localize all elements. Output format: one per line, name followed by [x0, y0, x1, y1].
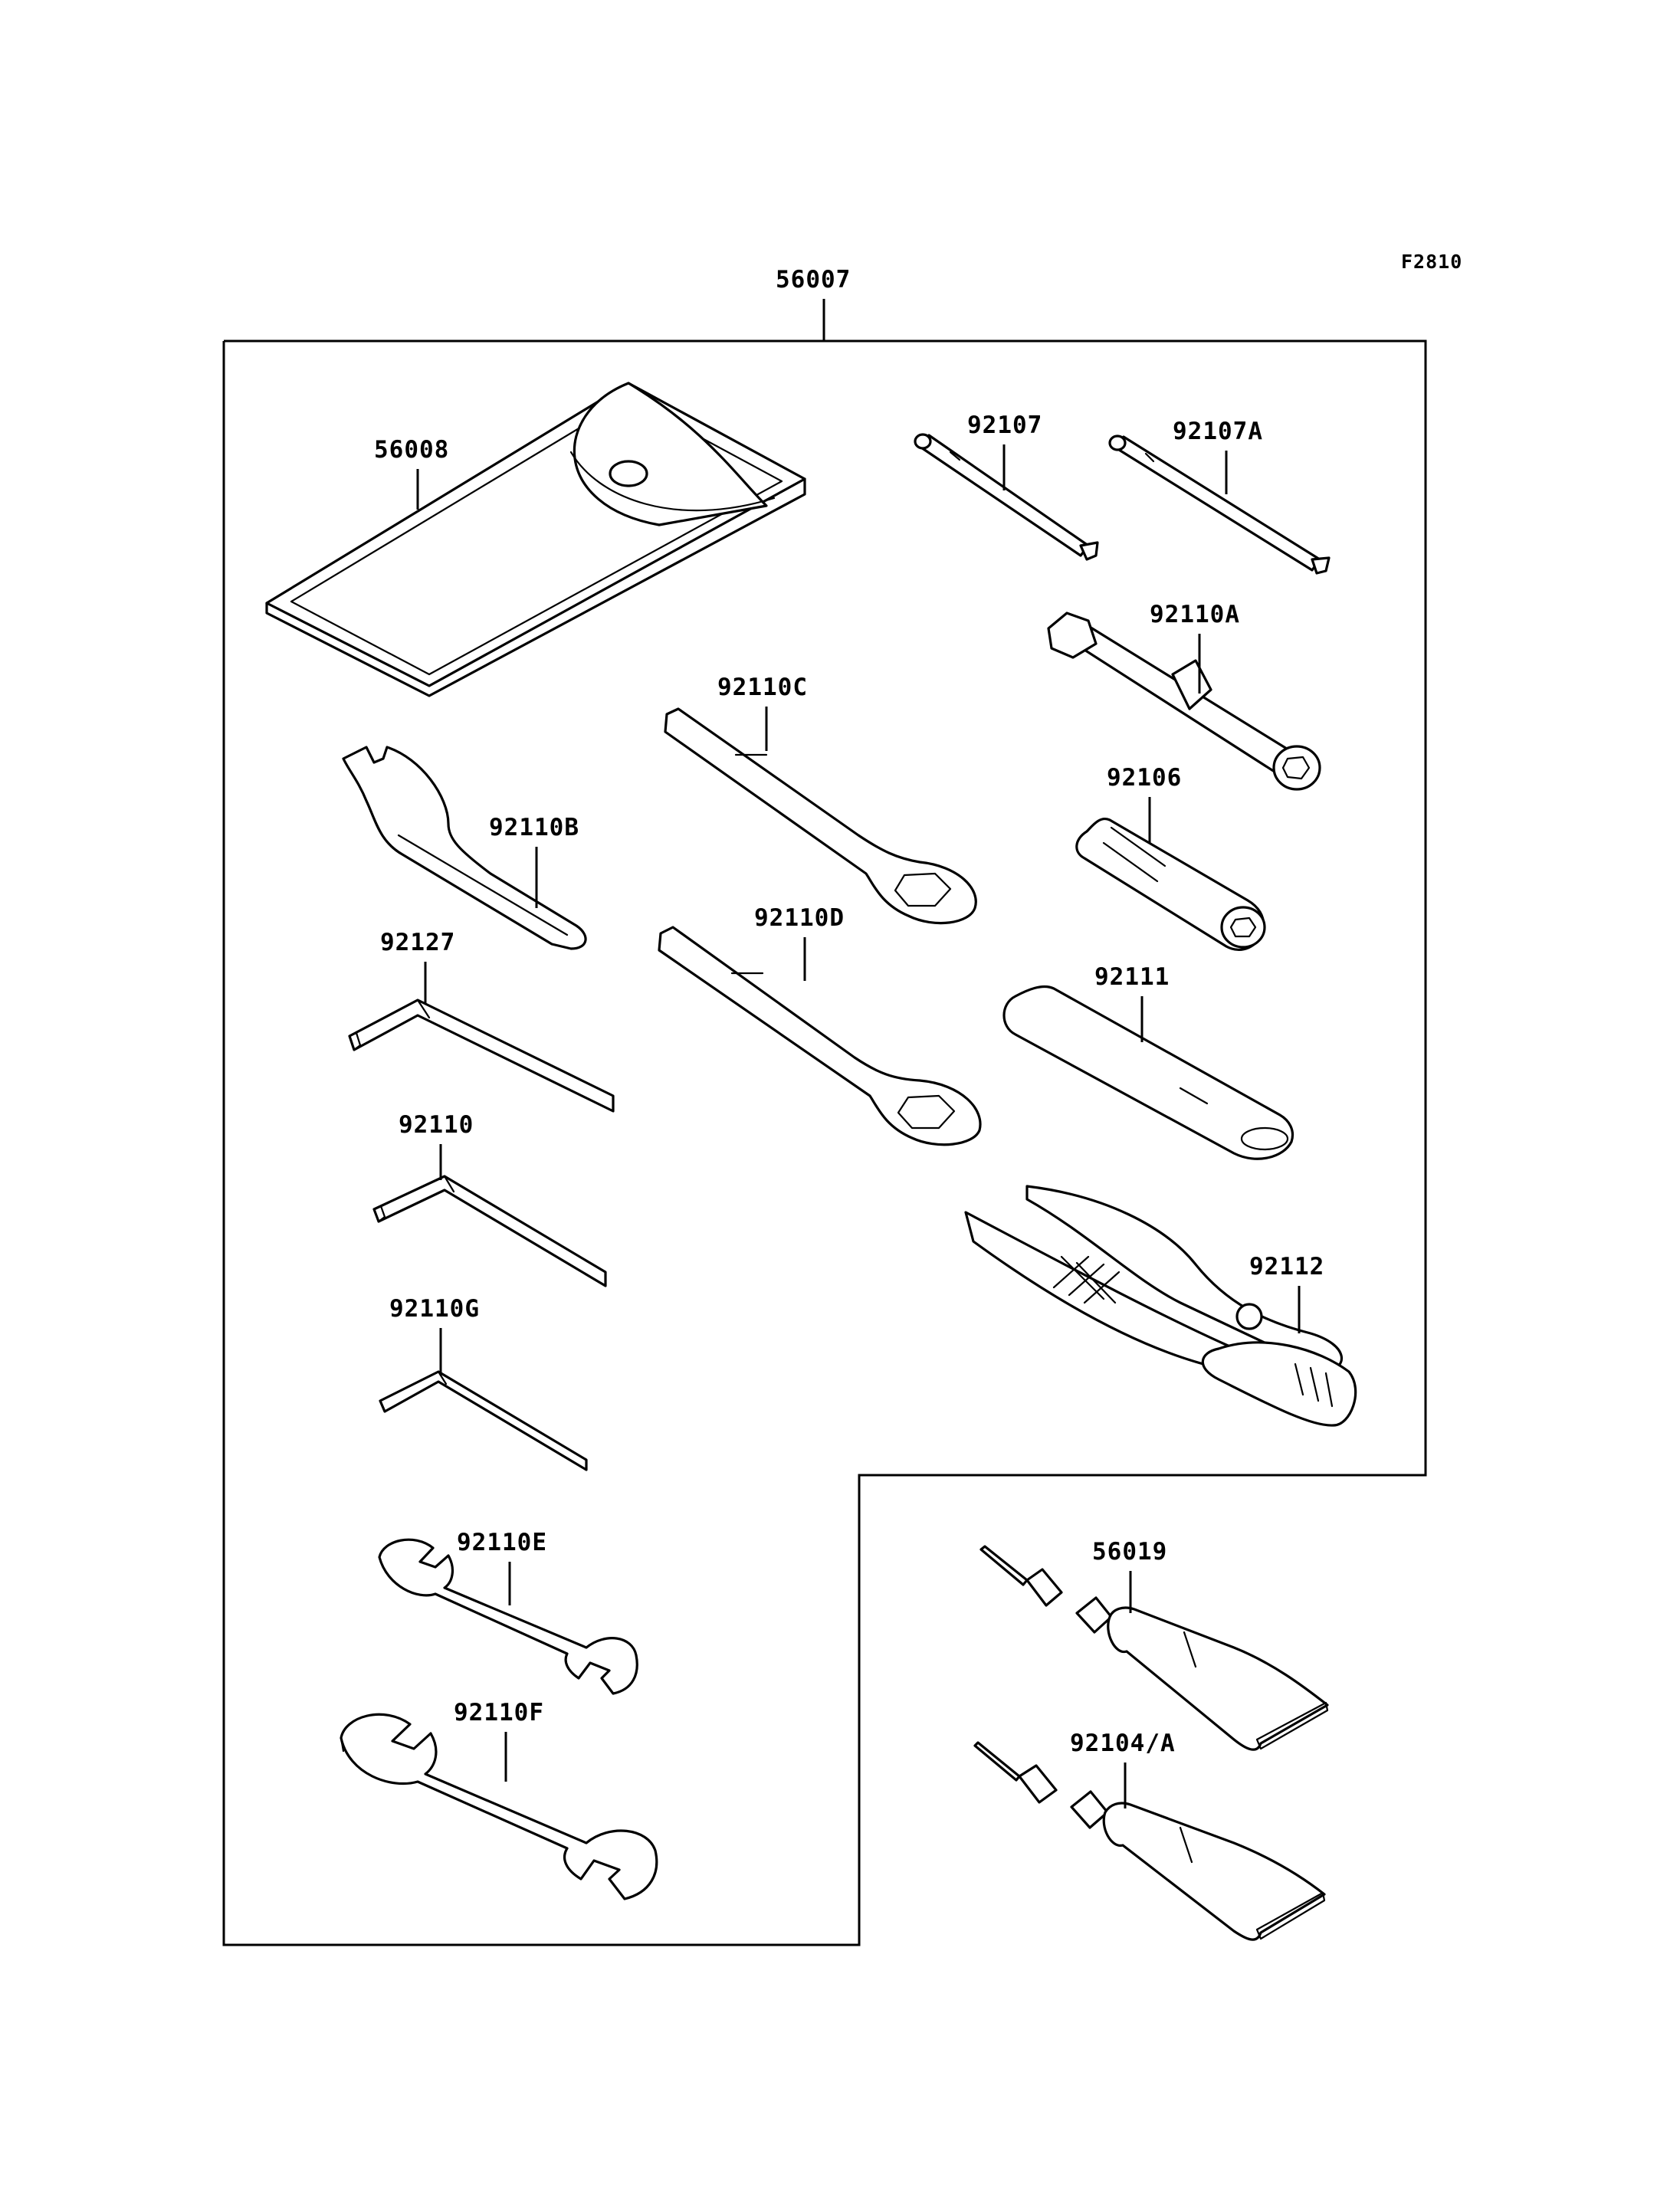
hook-spanner-92110b	[342, 746, 587, 950]
label-92107a: 92107A	[1173, 418, 1263, 445]
gasket-tube-92104a	[973, 1741, 1326, 1941]
box-wrench-92110c	[664, 707, 977, 925]
label-92110e: 92110E	[457, 1529, 547, 1556]
screwdriver-bit-92107a	[1108, 434, 1331, 575]
label-92110g: 92110G	[389, 1295, 480, 1323]
box-wrench-92110d	[658, 926, 982, 1146]
hex-key-92110	[372, 1175, 607, 1287]
screwdriver-bit-92107	[914, 433, 1099, 561]
hex-key-92110g	[379, 1370, 588, 1471]
open-end-wrench-92110f	[340, 1713, 658, 1900]
hex-key-92127	[348, 998, 615, 1113]
socket-wrench-92110a	[1047, 612, 1321, 791]
kit-boundary-frame	[222, 339, 1427, 1946]
label-92110d: 92110D	[754, 904, 845, 932]
label-92110: 92110	[399, 1111, 474, 1139]
socket-92106	[1075, 818, 1266, 951]
label-92112: 92112	[1249, 1253, 1324, 1280]
pliers-92112	[964, 1185, 1357, 1427]
label-92127: 92127	[380, 929, 455, 956]
label-92107: 92107	[967, 412, 1042, 439]
figure-code: F2810	[1401, 251, 1462, 273]
tool-bag-56008	[265, 382, 806, 697]
label-92111: 92111	[1094, 963, 1170, 991]
label-92110c: 92110C	[717, 674, 808, 701]
open-end-wrench-92110e	[378, 1538, 638, 1695]
handle-bar-92111	[1002, 985, 1294, 1160]
grease-tube-56019	[979, 1545, 1329, 1751]
label-92110b: 92110B	[489, 814, 579, 841]
label-92110a: 92110A	[1150, 601, 1240, 628]
label-92106: 92106	[1107, 764, 1182, 792]
label-92110f: 92110F	[454, 1699, 544, 1726]
label-56007: 56007	[776, 266, 851, 293]
label-56008: 56008	[374, 436, 449, 464]
label-92104a: 92104/A	[1070, 1730, 1176, 1757]
label-56019: 56019	[1092, 1538, 1167, 1566]
